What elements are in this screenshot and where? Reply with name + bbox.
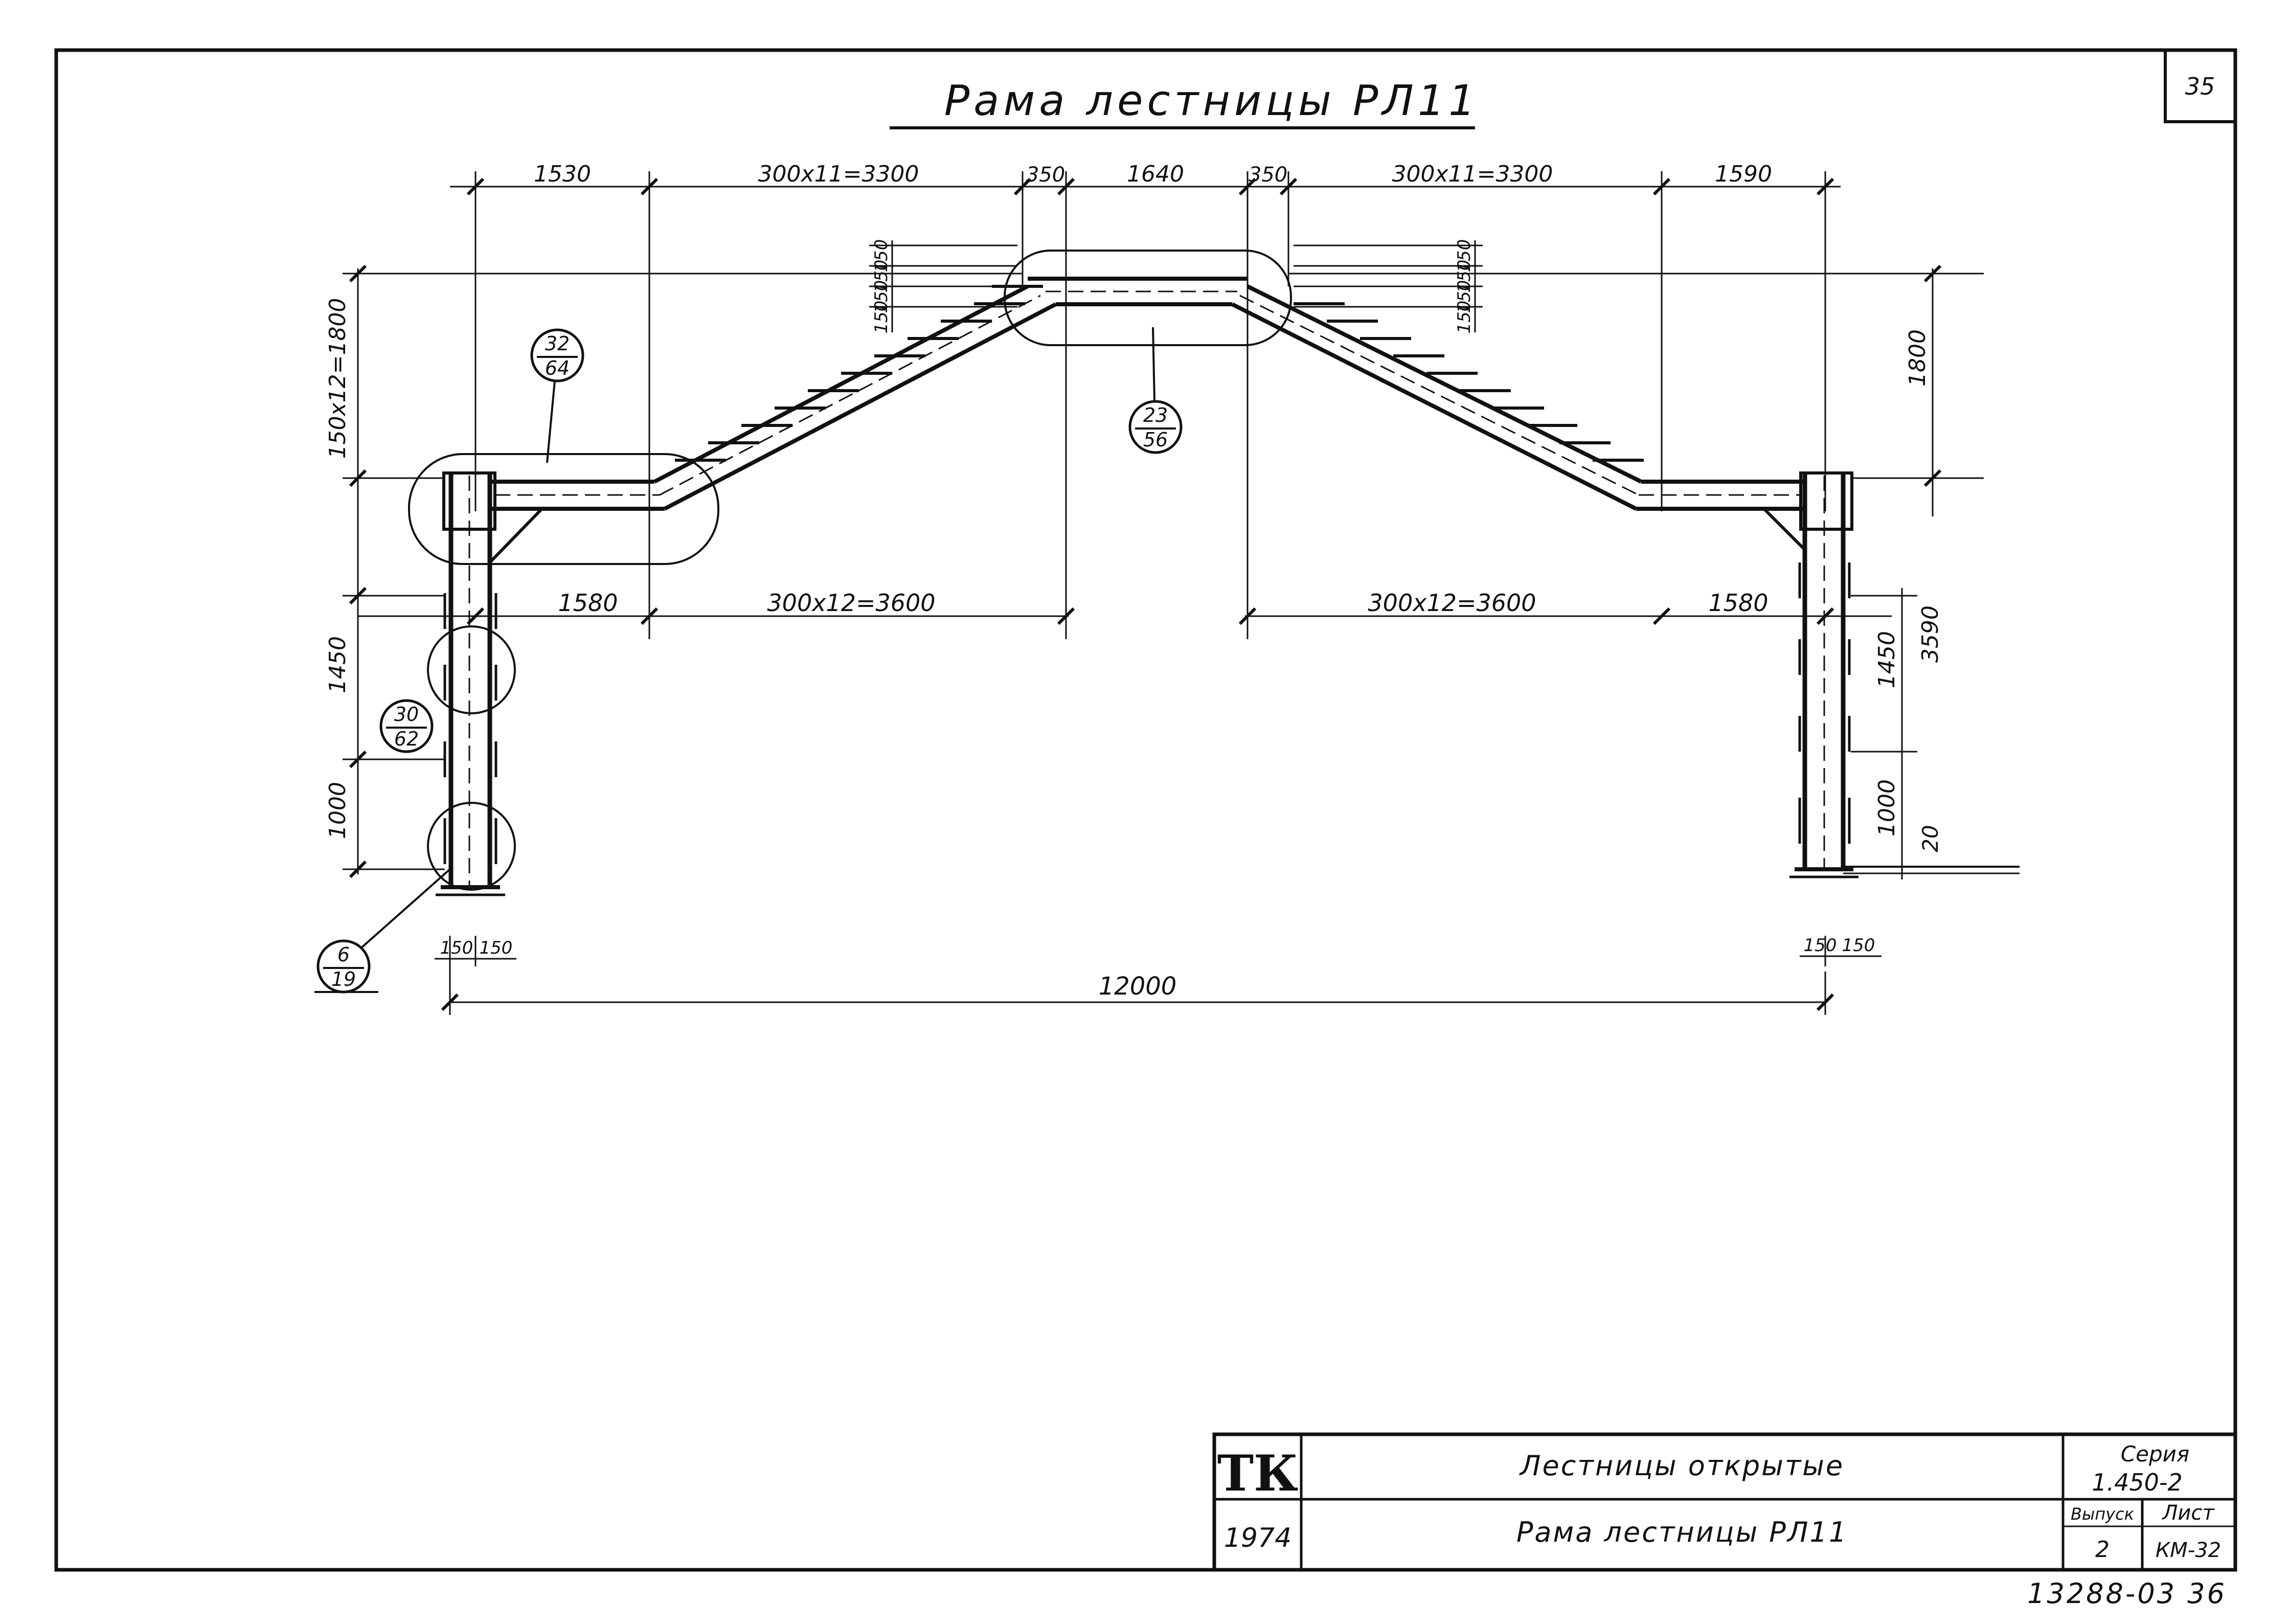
dim-small-right-2: 150: [1454, 280, 1475, 313]
title-block-series-value: 1.450-2: [2092, 1469, 2183, 1496]
title-block-year: 1974: [1224, 1523, 1291, 1553]
title-block-issue-value: 2: [2095, 1537, 2110, 1563]
dim-small-left-2: 150: [871, 280, 892, 313]
dim-mid-0: 1580: [558, 589, 618, 617]
archive-number: 13288-03 36: [2027, 1577, 2227, 1610]
stair-frame: [436, 277, 2020, 896]
dim-right-1: 1450: [1874, 631, 1900, 688]
callout-30-62-top: 30: [394, 703, 419, 726]
title-block-name-1: Лестницы открытые: [1519, 1450, 1844, 1482]
callout-6-19-bottom: 19: [331, 968, 356, 990]
dim-top-4: 350: [1249, 163, 1287, 187]
dim-mid-1: 300x12=3600: [767, 589, 935, 617]
dim-base-right-1: 150: [1842, 935, 1875, 956]
sheet-frame: [54, 48, 2237, 1572]
detail-outlines: [408, 250, 1292, 891]
dim-top-5: 300x11=3300: [1392, 161, 1553, 187]
treads-right: [1294, 302, 1644, 462]
callout-30-62-bottom: 62: [394, 728, 419, 750]
drawing-title: Рама лестницы РЛ11: [944, 77, 1480, 125]
callout-23-56: 23 56: [1128, 327, 1183, 454]
dim-left-0: 150x12=1800: [325, 298, 351, 459]
dim-small-right-1: 150: [1454, 260, 1475, 293]
dim-top-6: 1590: [1715, 161, 1772, 187]
title-block-logo: ТК: [1217, 1445, 1299, 1502]
sheet-number: 35: [2185, 73, 2215, 100]
dimension-ticks: [349, 177, 1942, 1011]
title-block-series-label: Серия: [2121, 1441, 2189, 1467]
dim-small-left-1: 150: [871, 260, 892, 293]
dim-small-right-0: 150: [1454, 239, 1475, 273]
column-bolts: [443, 562, 1851, 864]
dim-top-1: 300x11=3300: [758, 161, 919, 187]
dim-base-left-0: 150: [440, 938, 473, 958]
dim-right-4: 20: [1918, 825, 1943, 852]
dim-base-left-1: 150: [480, 938, 513, 958]
dim-mid-2: 300x12=3600: [1368, 589, 1536, 617]
dim-base-right-0: 150: [1804, 935, 1837, 956]
dim-small-left-3: 150: [871, 301, 892, 334]
dim-top-0: 1530: [534, 161, 591, 187]
dim-small-left-0: 150: [871, 239, 892, 273]
title-block-name-2: Рама лестницы РЛ11: [1516, 1516, 1848, 1548]
callout-6-19-top: 6: [337, 943, 350, 966]
callout-32-64-top: 32: [545, 332, 570, 355]
dim-right-0: 1800: [1905, 329, 1931, 387]
dim-left-2: 1000: [325, 782, 351, 839]
title-block-sheet-label: Лист: [2161, 1501, 2215, 1525]
sheet-number-box: [2164, 49, 2237, 123]
dim-small-right-3: 150: [1454, 301, 1475, 334]
title-block: [1212, 1432, 2237, 1572]
callout-23-56-bottom: 56: [1143, 428, 1168, 451]
title-block-issue-label: Выпуск: [2071, 1504, 2135, 1524]
callout-30-62: 30 62: [379, 699, 434, 753]
dim-right-3: 1000: [1874, 779, 1900, 837]
title-block-sheet-value: КМ-32: [2156, 1539, 2221, 1562]
dim-top-2: 350: [1026, 163, 1065, 187]
dim-right-2: 3590: [1917, 605, 1943, 663]
callout-6-19: 6 19: [314, 868, 451, 994]
dim-left-1: 1450: [325, 636, 351, 693]
dim-mid-3: 1580: [1708, 589, 1768, 617]
treads-left: [675, 285, 1043, 462]
callout-23-56-top: 23: [1143, 404, 1168, 426]
dim-total: 12000: [1099, 972, 1177, 1001]
callout-32-64: 32 64: [530, 328, 584, 463]
dim-top-3: 1640: [1127, 161, 1184, 187]
callout-32-64-bottom: 64: [545, 357, 570, 379]
